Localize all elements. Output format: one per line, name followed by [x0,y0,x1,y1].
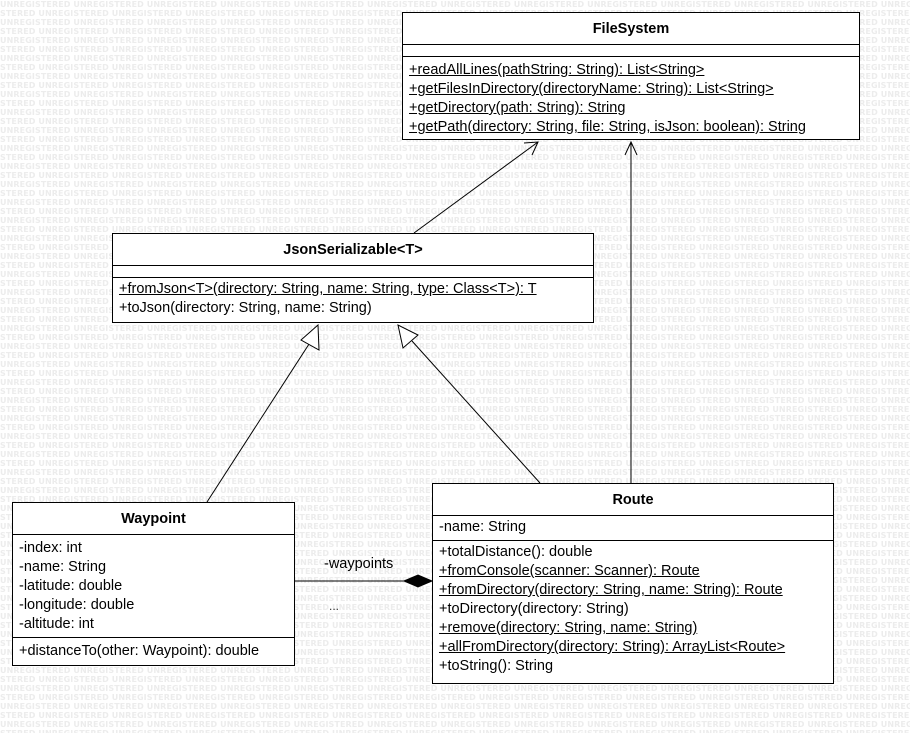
edge-jsonserializable-to-filesystem [413,141,539,234]
watermark-line: UNREGISTERED UNREGISTERED UNREGISTERED U… [0,153,910,162]
class-filesystem[interactable]: FileSystem +readAllLines(pathString: Str… [402,12,860,140]
watermark-line: UNREGISTERED UNREGISTERED UNREGISTERED U… [0,423,910,432]
method-remove: +remove(directory: String, name: String) [439,620,698,636]
arrowhead-realization-waypoint [300,323,320,351]
method-totaldistance: +totalDistance(): double [439,544,593,560]
watermark-line: UNREGISTERED UNREGISTERED UNREGISTERED U… [0,180,910,189]
attributes-section-filesystem [403,45,859,57]
edge-route-realizes-jsonserializable [411,340,541,484]
attribute-route-name: -name: String [439,519,527,535]
class-title-filesystem: FileSystem [403,13,859,45]
method-getdirectory: +getDirectory(path: String): String [409,100,626,116]
method-fromdirectory: +fromDirectory(directory: String, name: … [439,582,783,598]
class-title-route: Route [433,484,833,516]
watermark-line: UNREGISTERED UNREGISTERED UNREGISTERED U… [0,693,910,702]
composition-diamond [402,574,434,588]
watermark-line: UNREGISTERED UNREGISTERED UNREGISTERED U… [0,225,910,234]
watermark-line: UNREGISTERED UNREGISTERED UNREGISTERED U… [0,702,910,711]
method-tojson: +toJson(directory: String, name: String) [119,300,372,316]
watermark-line: UNREGISTERED UNREGISTERED UNREGISTERED U… [0,432,910,441]
watermark-line: UNREGISTERED UNREGISTERED UNREGISTERED U… [0,684,910,693]
watermark-line: UNREGISTERED UNREGISTERED UNREGISTERED U… [0,360,910,369]
watermark-line: UNREGISTERED UNREGISTERED UNREGISTERED U… [0,207,910,216]
methods-section-waypoint: +distanceTo(other: Waypoint): double [13,638,294,661]
watermark-line: UNREGISTERED UNREGISTERED UNREGISTERED U… [0,414,910,423]
watermark-line: UNREGISTERED UNREGISTERED UNREGISTERED U… [0,405,910,414]
watermark-line: UNREGISTERED UNREGISTERED UNREGISTERED U… [0,189,910,198]
association-multiplicity: ... [329,599,340,613]
class-route[interactable]: Route -name: String +totalDistance(): do… [432,483,834,684]
class-waypoint[interactable]: Waypoint -index: int -name: String -lati… [12,502,295,666]
watermark-line: UNREGISTERED UNREGISTERED UNREGISTERED U… [0,387,910,396]
watermark-line: UNREGISTERED UNREGISTERED UNREGISTERED U… [0,459,910,468]
watermark-line: UNREGISTERED UNREGISTERED UNREGISTERED U… [0,351,910,360]
method-distanceto: +distanceTo(other: Waypoint): double [19,643,260,659]
watermark-line: UNREGISTERED UNREGISTERED UNREGISTERED U… [0,0,910,9]
attribute-index: -index: int [19,540,82,556]
attributes-section-jsonserializable [113,266,593,278]
watermark-line: UNREGISTERED UNREGISTERED UNREGISTERED U… [0,333,910,342]
methods-section-route: +totalDistance(): double +fromConsole(sc… [433,541,833,676]
class-title-waypoint: Waypoint [13,503,294,535]
watermark-line: UNREGISTERED UNREGISTERED UNREGISTERED U… [0,468,910,477]
methods-section-jsonserializable: +fromJson<T>(directory: String, name: St… [113,278,593,318]
watermark-line: UNREGISTERED UNREGISTERED UNREGISTERED U… [0,216,910,225]
watermark-line: UNREGISTERED UNREGISTERED UNREGISTERED U… [0,369,910,378]
watermark-line: UNREGISTERED UNREGISTERED UNREGISTERED U… [0,144,910,153]
arrowhead-open-filesystem-right [624,140,638,156]
watermark-line: UNREGISTERED UNREGISTERED UNREGISTERED U… [0,396,910,405]
attributes-section-route: -name: String [433,516,833,541]
watermark-line: UNREGISTERED UNREGISTERED UNREGISTERED U… [0,324,910,333]
watermark-line: UNREGISTERED UNREGISTERED UNREGISTERED U… [0,450,910,459]
class-title-jsonserializable: JsonSerializable<T> [113,234,593,266]
method-getfilesindirectory: +getFilesInDirectory(directoryName: Stri… [409,81,774,97]
attribute-name: -name: String [19,559,107,575]
attribute-longitude: -longitude: double [19,597,135,613]
method-tostring: +toString(): String [439,658,554,674]
methods-section-filesystem: +readAllLines(pathString: String): List<… [403,57,859,137]
attributes-section-waypoint: -index: int -name: String -latitude: dou… [13,535,294,638]
arrowhead-realization-route [397,324,419,349]
watermark-line: UNREGISTERED UNREGISTERED UNREGISTERED U… [0,342,910,351]
association-role-waypoints: -waypoints [324,556,394,572]
method-readalllines: +readAllLines(pathString: String): List<… [409,62,705,78]
watermark-line: UNREGISTERED UNREGISTERED UNREGISTERED U… [0,729,910,733]
attribute-altitude: -altitude: int [19,616,94,632]
arrowhead-open-filesystem-left [523,141,539,156]
watermark-line: UNREGISTERED UNREGISTERED UNREGISTERED U… [0,720,910,729]
method-allfromdirectory: +allFromDirectory(directory: String): Ar… [439,639,786,655]
watermark-line: UNREGISTERED UNREGISTERED UNREGISTERED U… [0,162,910,171]
watermark-line: UNREGISTERED UNREGISTERED UNREGISTERED U… [0,171,910,180]
watermark-line: UNREGISTERED UNREGISTERED UNREGISTERED U… [0,378,910,387]
method-getpath: +getPath(directory: String, file: String… [409,119,806,135]
method-fromjson: +fromJson<T>(directory: String, name: St… [119,281,537,297]
method-todirectory: +toDirectory(directory: String) [439,601,629,617]
watermark-line: UNREGISTERED UNREGISTERED UNREGISTERED U… [0,711,910,720]
edge-waypoint-realizes-jsonserializable [206,340,312,503]
attribute-latitude: -latitude: double [19,578,123,594]
watermark-line: UNREGISTERED UNREGISTERED UNREGISTERED U… [0,477,910,486]
method-fromconsole: +fromConsole(scanner: Scanner): Route [439,563,700,579]
class-jsonserializable[interactable]: JsonSerializable<T> +fromJson<T>(directo… [112,233,594,323]
watermark-line: UNREGISTERED UNREGISTERED UNREGISTERED U… [0,441,910,450]
